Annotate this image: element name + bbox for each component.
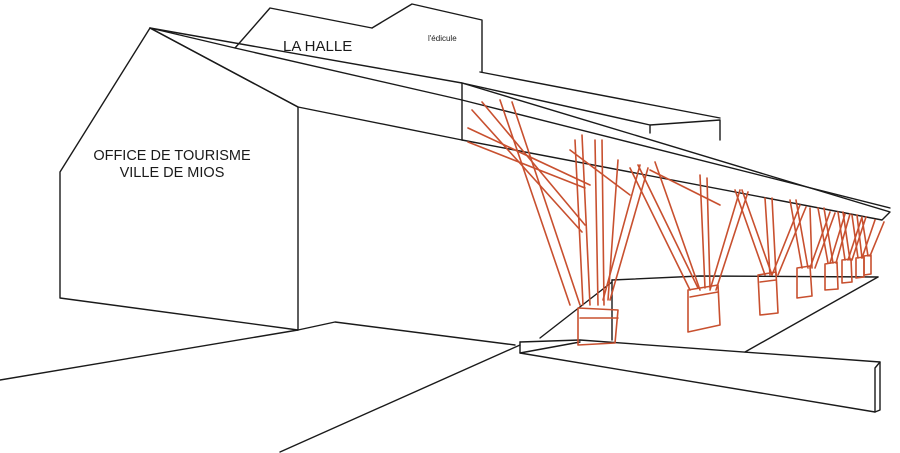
timber-structure <box>467 99 885 346</box>
foreground-bench-outline <box>519 339 881 413</box>
ground-outline <box>0 275 879 453</box>
office-label-line2: VILLE DE MIOS <box>119 165 225 181</box>
office-label-line1: OFFICE DE TOURISME <box>93 148 251 164</box>
office-building-outline <box>59 27 463 331</box>
edicule-outline <box>371 3 721 119</box>
office-de-tourisme-label: OFFICE DE TOURISME VILLE DE MIOS <box>72 148 272 182</box>
edicule-label: l'édicule <box>428 34 457 43</box>
la-halle-label: LA HALLE <box>283 38 353 55</box>
halle-roof-outline <box>149 7 891 221</box>
